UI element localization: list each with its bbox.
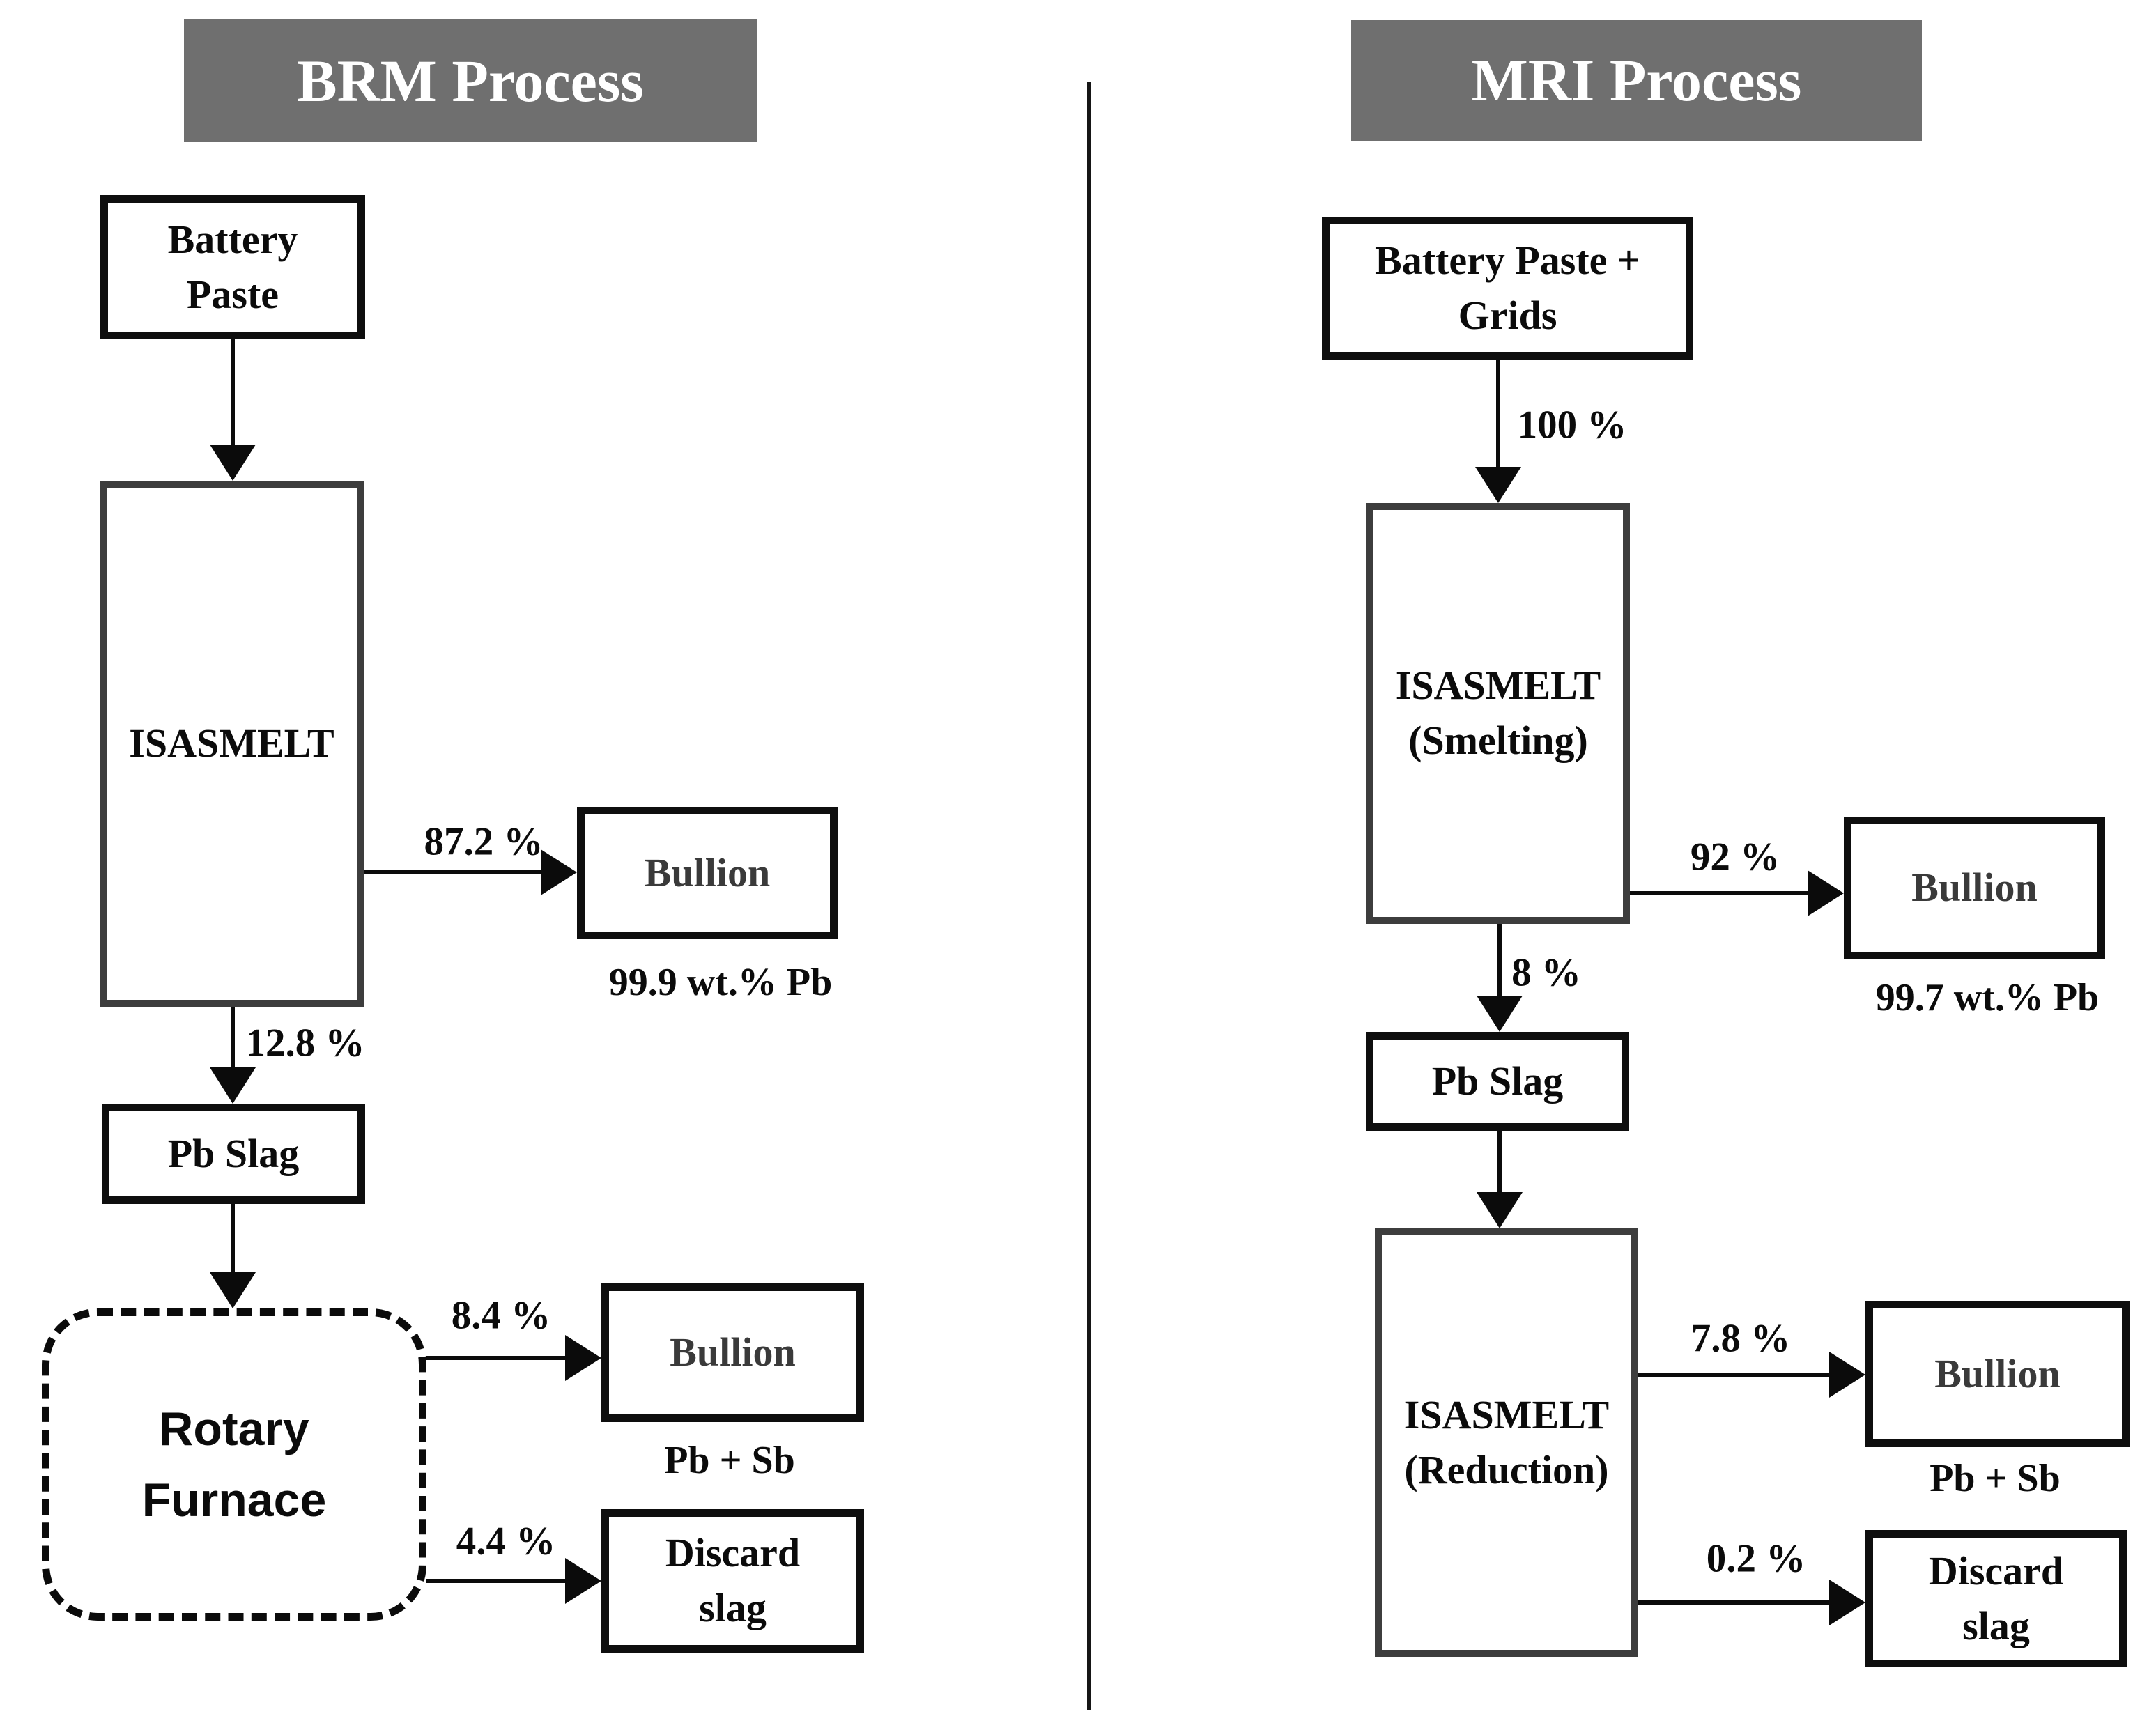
mri-slag-arrow-line [1497,924,1502,997]
brm-bullion-label: Bullion [644,849,771,895]
brm-rotary-bullion-note: Pb + Sb [664,1439,795,1482]
mri-smelting-line1: ISASMELT [1395,663,1601,709]
mri-bullion-arrow-head [1808,870,1844,916]
mri-feed-arrow-head [1475,467,1521,503]
brm-flow-to-bullion-label: 87.2 % [424,819,544,864]
mri-discard-slag-box: Discard slag [1865,1530,2127,1667]
brm-feed-arrow-head [210,445,256,481]
mri-header: MRI Process [1351,20,1922,141]
brm-rotary-arrow-line [231,1204,235,1274]
brm-rotary-furnace-line2: Furnace [141,1474,327,1527]
brm-battery-paste-line1: Battery [167,216,298,262]
brm-bullion-purity: 99.9 wt.% Pb [608,961,833,1004]
mri-reduction-line1: ISASMELT [1403,1391,1610,1437]
brm-bullion-arrow-head [541,849,577,895]
mri-bullion2-label: Bullion [1934,1350,2061,1396]
brm-discard-arrow-line [426,1579,567,1583]
brm-discard-slag-box: Discard slag [601,1509,864,1653]
mri-bullion-purity: 99.7 wt.% Pb [1875,976,2100,1019]
mri-smelting-box: ISASMELT (Smelting) [1366,503,1630,924]
brm-flow-rotary-bullion-label: 8.4 % [451,1293,551,1338]
brm-discard-slag-line2: slag [699,1585,767,1630]
brm-isasmelt-label: ISASMELT [129,720,334,766]
mri-reduction-arrow-line [1497,1131,1502,1194]
brm-rotary-bullion-box: Bullion [601,1283,864,1422]
mri-bullion-box: Bullion [1844,817,2105,959]
brm-battery-paste-box: Battery Paste [100,195,365,339]
mri-reduction-box: ISASMELT (Reduction) [1375,1228,1638,1657]
mri-discard-slag-line2: slag [1962,1602,2030,1648]
brm-flow-to-slag-label: 12.8 % [245,1021,365,1065]
brm-bullion-box: Bullion [577,807,838,939]
mri-slag-arrow-head [1477,996,1523,1032]
brm-discard-slag-line1: Discard [665,1530,801,1576]
brm-header-title: BRM Process [297,47,644,114]
mri-feed-label: 100 % [1517,403,1627,447]
brm-feed-arrow-line [231,339,235,446]
brm-header: BRM Process [184,19,757,142]
mri-bullion-arrow-line [1630,891,1809,895]
mri-pb-slag-label: Pb Slag [1431,1058,1564,1104]
mri-bullion2-arrow-line [1638,1373,1831,1377]
mri-bullion2-note: Pb + Sb [1930,1457,2061,1500]
brm-rotary-furnace-line1: Rotary [159,1403,309,1455]
brm-flow-discard-label: 4.4 % [456,1519,556,1563]
brm-battery-paste-line2: Paste [186,271,279,317]
mri-battery-paste-grids-box: Battery Paste + Grids [1322,217,1693,360]
mri-discard-arrow-line [1638,1600,1831,1605]
brm-discard-arrow-head [565,1558,601,1604]
brm-pb-slag-box: Pb Slag [102,1104,365,1204]
mri-smelting-line2: (Smelting) [1408,718,1588,763]
mri-flow-discard-label: 0.2 % [1706,1536,1806,1581]
mri-reduction-line2: (Reduction) [1404,1446,1609,1492]
mri-reduction-arrow-head [1477,1192,1523,1228]
brm-rotary-bullion-arrow-line [426,1356,567,1360]
mri-discard-slag-line1: Discard [1928,1547,2064,1593]
mri-header-title: MRI Process [1471,47,1802,114]
mri-pb-slag-box: Pb Slag [1366,1032,1629,1131]
brm-isasmelt-box: ISASMELT [100,481,364,1007]
brm-pb-slag-label: Pb Slag [167,1130,300,1176]
brm-rotary-bullion-label: Bullion [670,1329,796,1375]
column-divider [1087,82,1091,1710]
mri-flow-to-bullion2-label: 7.8 % [1691,1316,1791,1361]
mri-discard-arrow-head [1829,1580,1865,1625]
mri-flow-to-bullion-label: 92 % [1690,835,1780,879]
brm-slag-arrow-line [231,1007,235,1069]
mri-flow-to-slag-label: 8 % [1511,950,1581,995]
brm-rotary-arrow-head [210,1272,256,1308]
mri-battery-paste-grids-line2: Grids [1458,292,1557,338]
mri-bullion2-box: Bullion [1865,1301,2130,1447]
mri-bullion2-arrow-head [1829,1352,1865,1398]
brm-rotary-bullion-arrow-head [565,1335,601,1381]
brm-bullion-arrow-line [364,870,542,874]
mri-battery-paste-grids-line1: Battery Paste + [1375,237,1640,283]
brm-rotary-furnace-box: Rotary Furnace [42,1308,426,1621]
mri-bullion-label: Bullion [1911,865,2038,911]
brm-slag-arrow-head [210,1067,256,1104]
mri-feed-arrow-line [1496,360,1500,468]
